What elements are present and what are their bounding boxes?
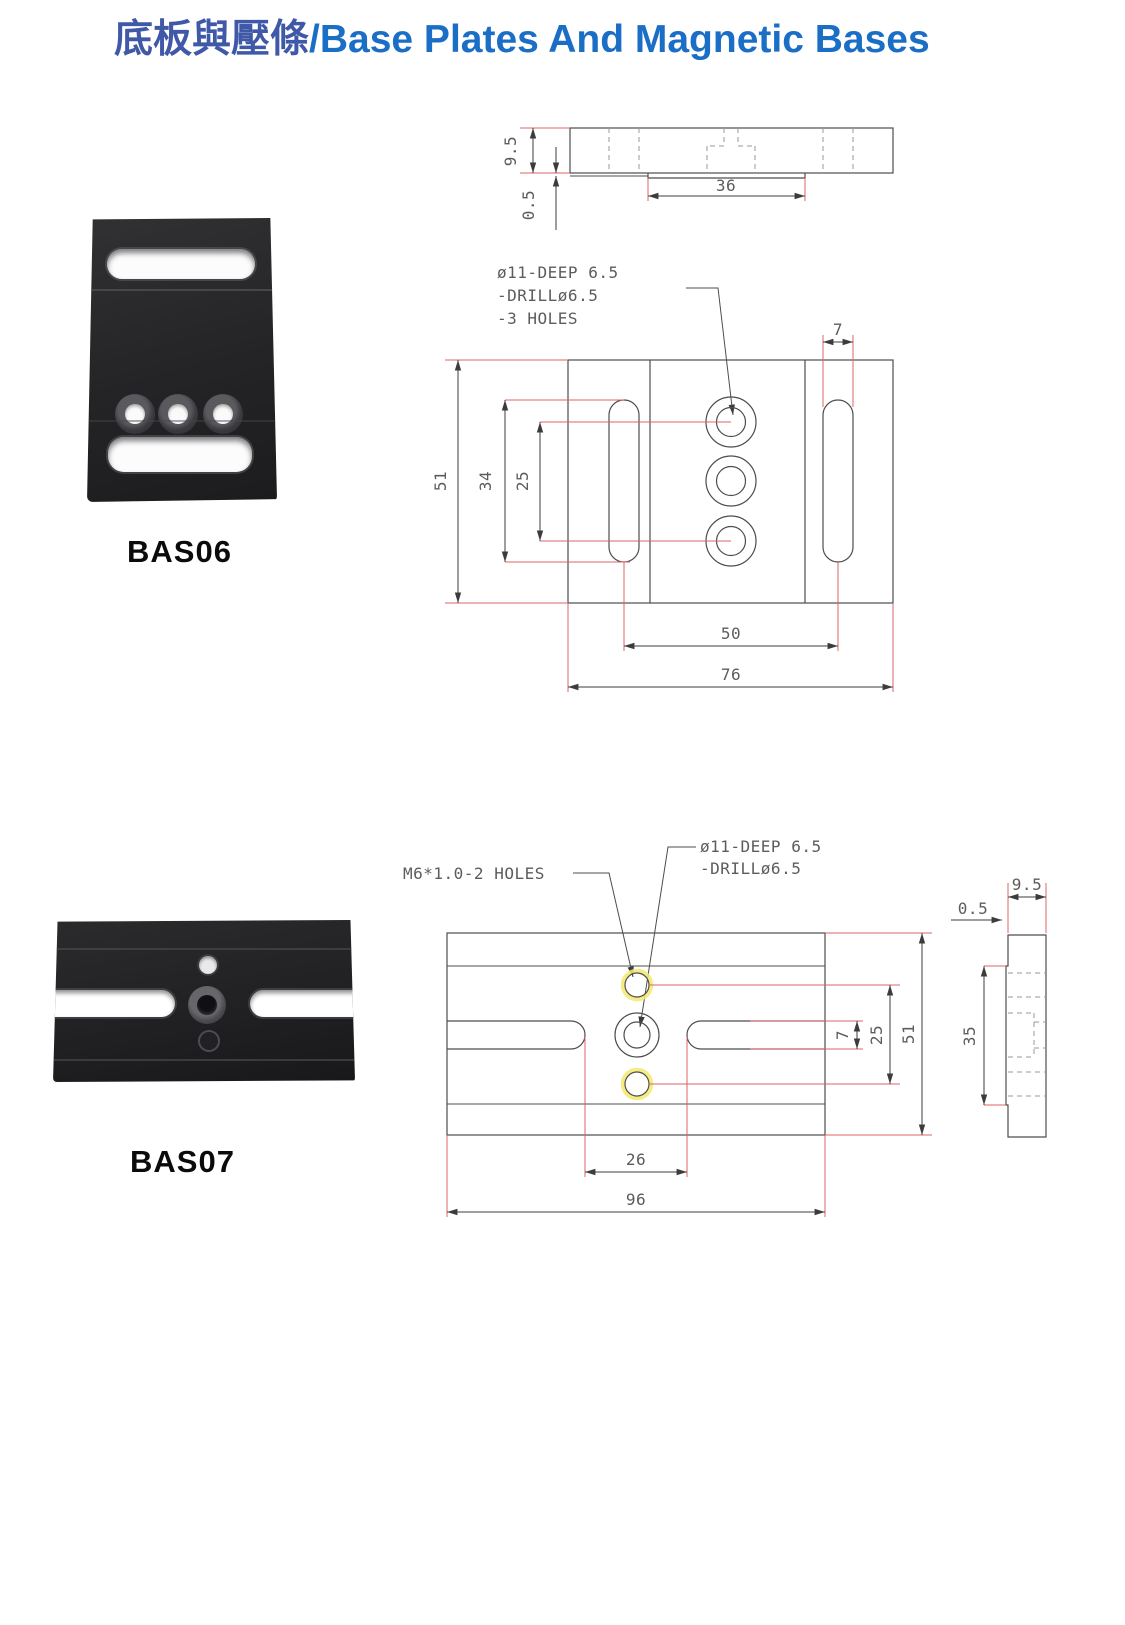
bas07-bore-callout: ø11-DEEP 6.5 -DRILLø6.5 [638,837,822,1028]
bas06-dim-hole-pitch: 25 [513,471,532,491]
bas06-dim-boss-width: 36 [716,176,736,195]
bas07-top-thread-hole [199,956,217,974]
bas07-dim-slot-width: 7 [833,1030,852,1040]
bas07-right-slot [249,989,355,1018]
bas06-dim-width: 76 [721,665,741,684]
bas06-dim-slot-pitch: 50 [721,624,741,643]
bas07-callout-bore-line2: -DRILLø6.5 [700,859,801,878]
bas06-seam-bottom [87,419,277,422]
bas07-seam-top [53,947,355,950]
bas06-drawing: 9.5 0.5 36 ø11-DEEP 6.5 -DRILLø6.5 -3 HO… [431,127,894,692]
bas06-label: BAS06 [127,534,232,569]
bas07-top-view: 7 25 51 26 96 [446,932,932,1217]
bas07-drawing: M6*1.0-2 HOLES ø11-DEEP 6.5 -DRILLø6.5 7… [403,837,1047,1217]
bas06-callout-line1: ø11-DEEP 6.5 [497,263,619,282]
bas06-callout-line3: -3 HOLES [497,309,578,328]
bas06-front-view: 51 34 25 7 50 76 [431,320,894,692]
bas06-seam-top [87,289,277,291]
page-title-separator: / [309,18,320,61]
bas07-product-photo [53,920,355,1082]
bas07-left-slot [53,989,175,1018]
bas06-side-view: 9.5 0.5 36 [501,127,894,230]
bas07-callout-threads: M6*1.0-2 HOLES [403,864,545,883]
bas06-bottom-slot [107,436,253,473]
bas07-dim-slot-gap: 26 [626,1150,646,1169]
bas07-dim-height: 51 [899,1024,918,1044]
bas06-top-slot [106,249,256,280]
bas06-product-photo [87,218,277,502]
bas07-dim-thickness: 9.5 [1012,875,1042,894]
page-title-english: Base Plates And Magnetic Bases [319,18,930,61]
bas07-plate-body [53,920,355,1082]
bas07-dim-width: 96 [626,1190,646,1209]
bas06-hole-1 [115,394,155,434]
bas07-thread-callout: M6*1.0-2 HOLES [403,864,634,978]
bas06-dim-thickness: 9.5 [501,136,520,166]
bas06-plate-body [87,218,277,502]
bas07-center-hole [188,986,226,1024]
bas07-side-view: 9.5 0.5 35 [951,875,1047,1138]
bas06-callout-line2: -DRILLø6.5 [497,286,598,305]
bas06-dim-step: 0.5 [519,190,538,220]
bas07-callout-bore-line1: ø11-DEEP 6.5 [700,837,822,856]
bas06-dim-height: 51 [431,471,450,491]
bas07-label: BAS07 [130,1144,235,1179]
bas07-seam-bottom [53,1059,355,1062]
bas06-hole-callout: ø11-DEEP 6.5 -DRILLø6.5 -3 HOLES [497,263,735,416]
bas06-hole-3 [203,394,243,434]
bas06-hole-2 [158,394,198,434]
bas07-dim-boss-height: 35 [960,1026,979,1046]
bas07-dim-hole-pitch: 25 [867,1025,886,1045]
page-title: 底板與壓條/Base Plates And Magnetic Bases [114,8,930,64]
page-title-chinese: 底板與壓條 [114,16,310,62]
bas06-dim-slot-width: 7 [833,320,843,339]
bas06-dim-slot-length: 34 [476,471,495,491]
bas07-dim-step: 0.5 [958,899,988,918]
bas07-bottom-thread-hole [200,1032,218,1050]
